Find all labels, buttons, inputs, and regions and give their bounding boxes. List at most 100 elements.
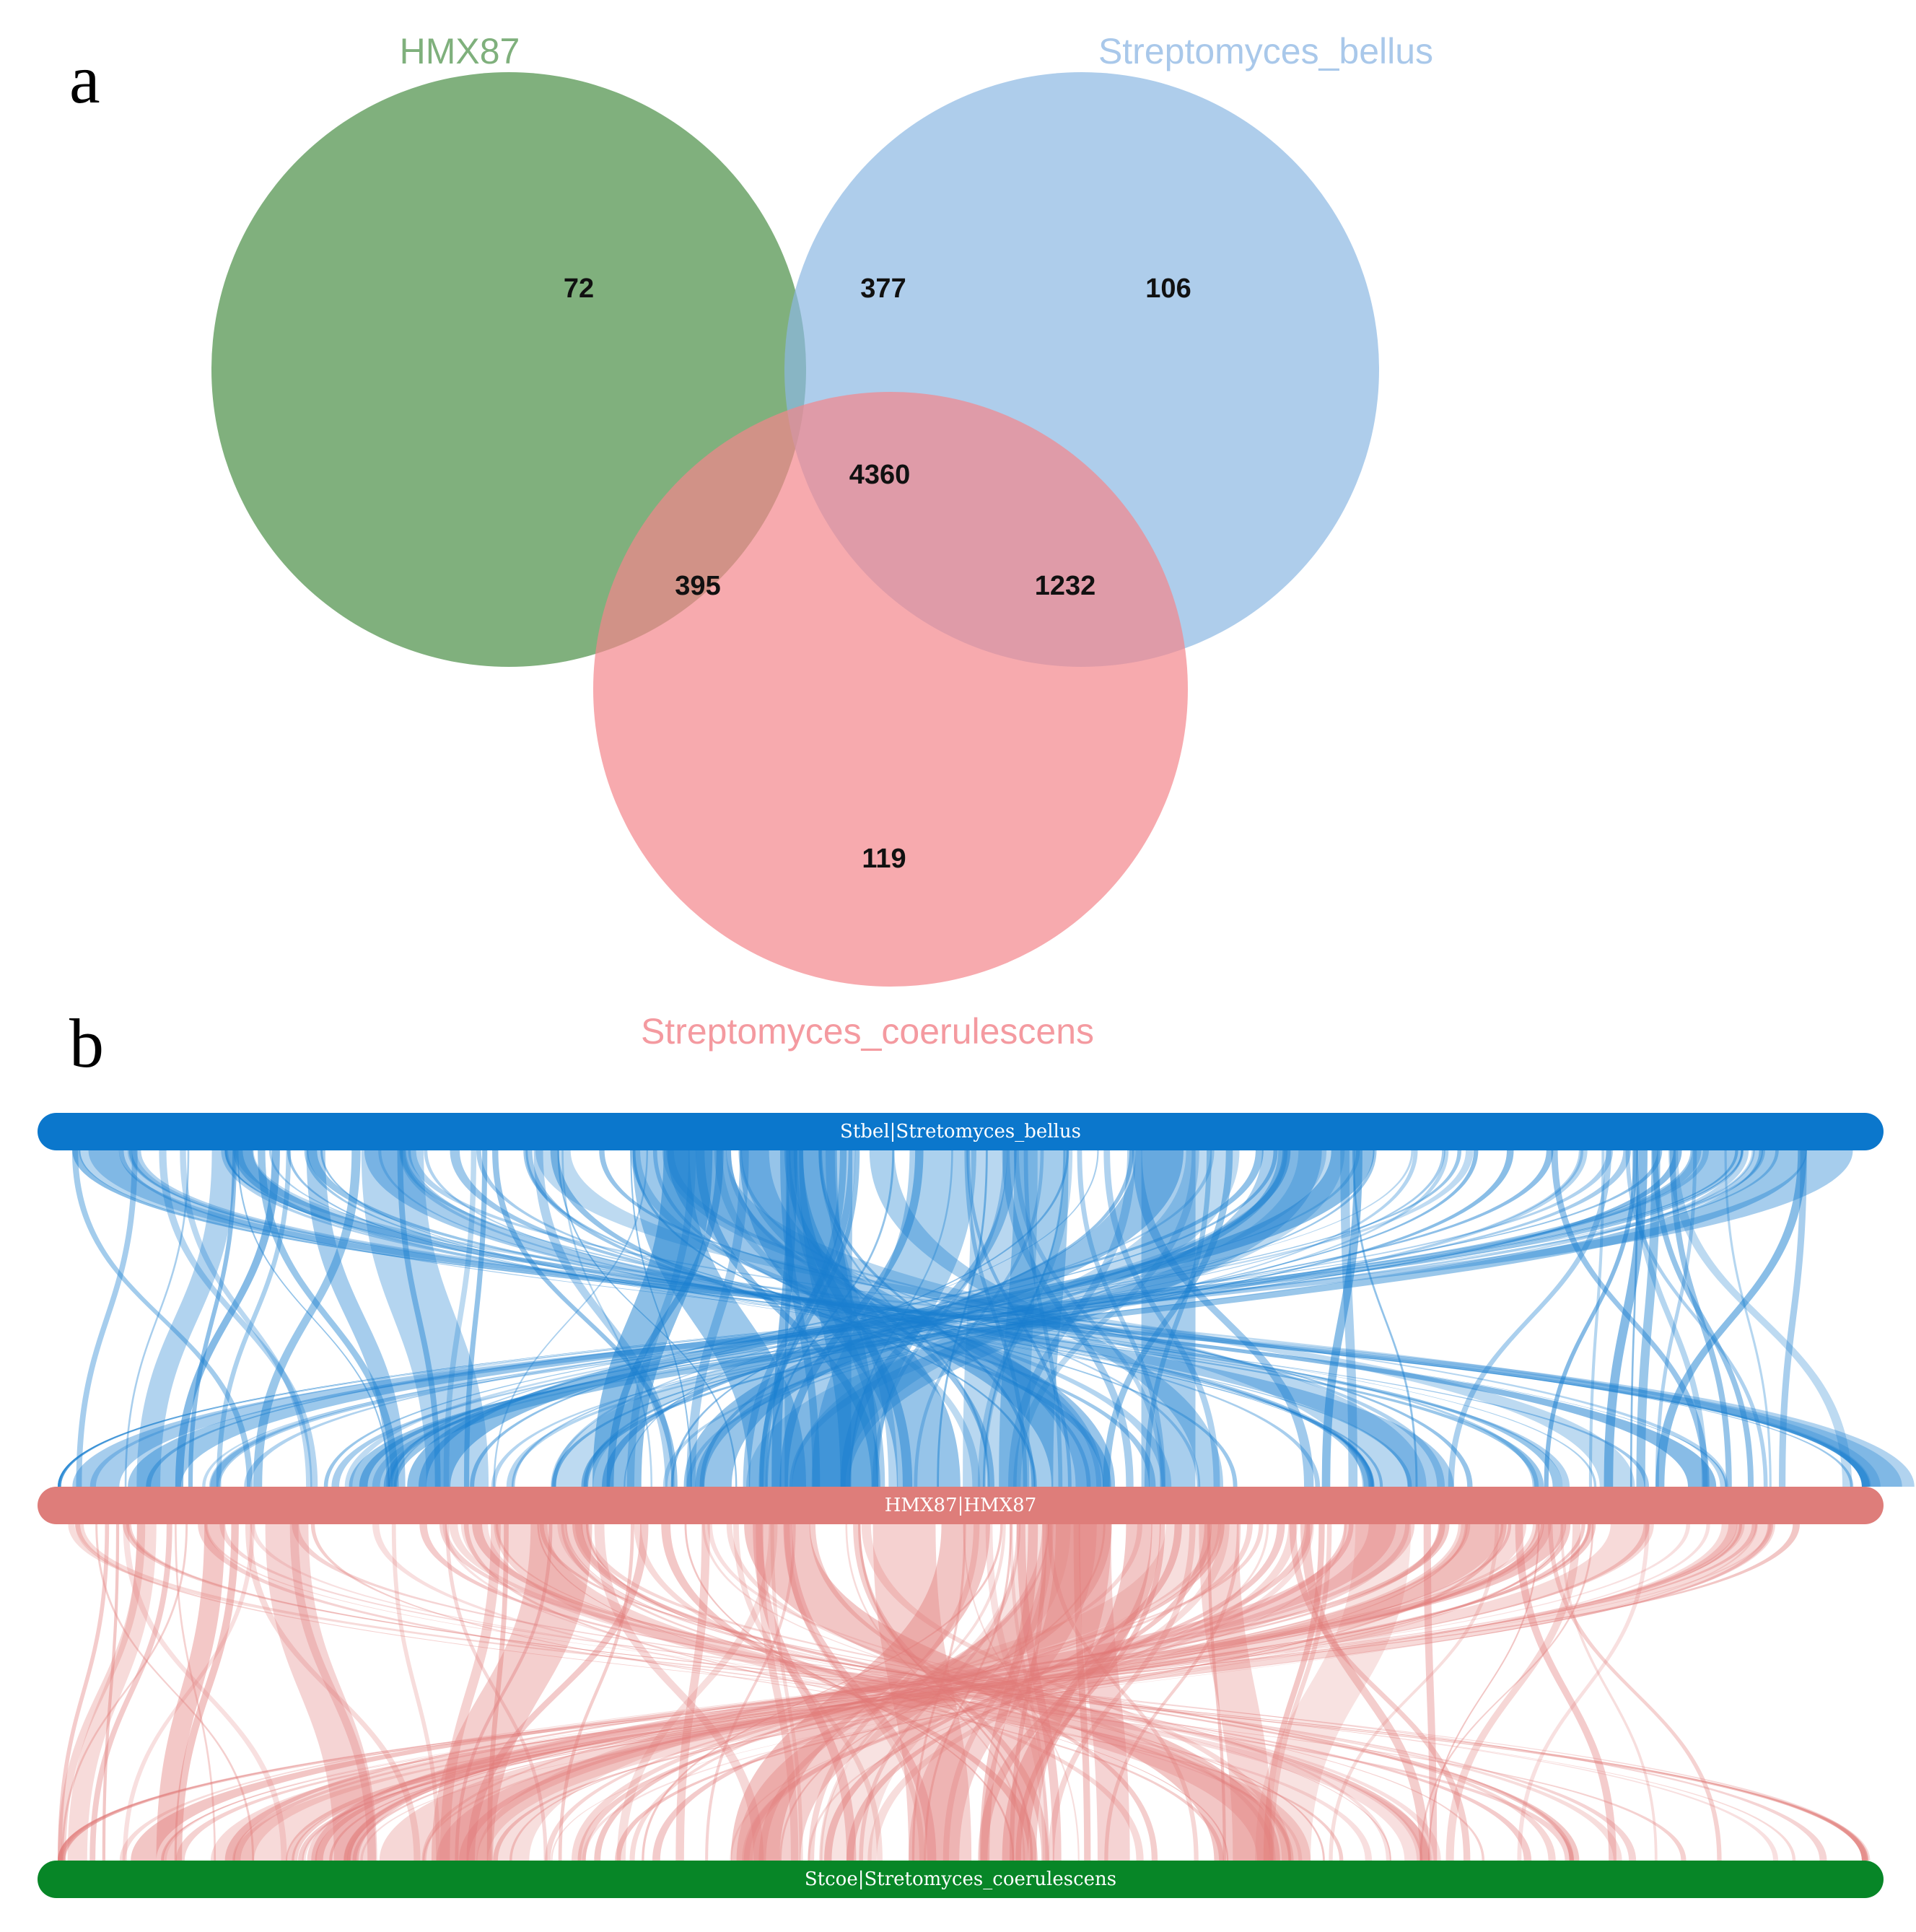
synteny-link — [577, 1524, 1313, 1861]
count-all-three: 4360 — [849, 460, 911, 490]
synteny-link — [911, 1524, 966, 1861]
synteny-link — [789, 1150, 885, 1487]
synteny-link — [686, 1150, 749, 1487]
synteny-link — [210, 1150, 1764, 1487]
synteny-link — [616, 1524, 778, 1861]
synteny-link — [558, 1524, 634, 1861]
synteny-link — [1141, 1150, 1196, 1487]
count-hmx87-coerulescens: 395 — [675, 571, 720, 601]
synteny-link — [442, 1524, 1303, 1861]
synteny-link — [221, 1150, 1570, 1487]
synteny-link — [977, 1150, 1073, 1487]
synteny-link — [770, 1524, 803, 1861]
synteny-link — [1340, 1150, 1358, 1487]
synteny-link — [1445, 1524, 1581, 1861]
synteny-link — [1009, 1524, 1047, 1861]
synteny-link — [180, 1150, 312, 1487]
synteny-link — [1132, 1150, 1314, 1487]
synteny-link — [561, 1524, 1294, 1861]
synteny-link — [198, 1524, 1574, 1861]
synteny-link — [1423, 1524, 1438, 1861]
track-coerulescens-label: Stcoe|Stretomyces_coerulescens — [805, 1868, 1116, 1890]
synteny-link — [594, 1524, 764, 1861]
synteny-link — [1669, 1150, 1732, 1487]
synteny-link — [58, 1524, 110, 1861]
synteny-link — [128, 1150, 1854, 1487]
synteny-link — [439, 1524, 1637, 1861]
synteny-link — [204, 1524, 1796, 1861]
synteny-link — [1103, 1150, 1220, 1487]
synteny-link — [1002, 1524, 1152, 1861]
synteny-link — [1630, 1150, 1639, 1487]
synteny-link — [1560, 1524, 1658, 1861]
synteny-link — [431, 1524, 592, 1861]
synteny-link — [670, 1150, 1069, 1487]
synteny-link — [320, 1150, 1375, 1487]
synteny-link — [1329, 1524, 1500, 1861]
synteny-link — [399, 1150, 1375, 1487]
synteny-link — [662, 1150, 1427, 1487]
synteny-link — [702, 1524, 1292, 1861]
synteny-link — [58, 1524, 1757, 1861]
synteny-link — [783, 1524, 937, 1861]
synteny-link — [784, 1150, 853, 1487]
synteny-link — [233, 1524, 1776, 1861]
synteny-link — [1016, 1524, 1062, 1861]
synteny-link — [79, 1150, 1902, 1487]
synteny-link — [1428, 1524, 1540, 1861]
synteny-link — [615, 1524, 1507, 1861]
synteny-link — [253, 1150, 361, 1487]
track-coerulescens — [38, 1861, 1884, 1898]
synteny-link — [89, 1524, 172, 1861]
synteny-link — [1517, 1524, 1650, 1861]
synteny-link — [136, 1150, 236, 1487]
synteny-link — [460, 1524, 1432, 1861]
synteny-link — [436, 1524, 1410, 1861]
synteny-link — [311, 1524, 1396, 1861]
synteny-link — [383, 1150, 1554, 1487]
synteny-link — [924, 1524, 1012, 1861]
synteny-link — [1012, 1150, 1199, 1487]
synteny-link — [1073, 1524, 1091, 1861]
synteny-link — [344, 1150, 1474, 1487]
synteny-link — [1144, 1150, 1212, 1487]
synteny-link — [811, 1150, 976, 1487]
synteny-link — [1002, 1150, 1134, 1487]
synteny-link — [853, 1524, 1049, 1861]
synteny-link — [491, 1150, 1584, 1487]
synteny-link — [699, 1150, 1134, 1487]
synteny-link — [738, 1150, 1201, 1487]
synteny-link — [216, 1150, 292, 1487]
synteny-link — [585, 1524, 1325, 1861]
synteny-link — [1448, 1150, 1611, 1487]
synteny-link — [306, 1150, 406, 1487]
synteny-link — [758, 1150, 860, 1487]
synteny-link — [742, 1524, 1314, 1861]
synteny-link — [859, 1524, 1021, 1861]
synteny-link — [599, 1150, 1473, 1487]
synteny-link — [476, 1150, 1321, 1487]
synteny-link — [1655, 1150, 1697, 1487]
synteny-link — [572, 1524, 1221, 1861]
synteny-link — [76, 1150, 138, 1487]
synteny-link — [378, 1150, 1374, 1487]
synteny-link — [582, 1524, 1565, 1861]
synteny-link — [439, 1524, 501, 1861]
synteny-link — [445, 1524, 548, 1861]
synteny-link — [286, 1524, 1596, 1861]
synteny-link — [346, 1524, 1512, 1861]
synteny-link — [174, 1524, 239, 1861]
synteny-link — [360, 1524, 1758, 1861]
synteny-link — [695, 1150, 1288, 1487]
synteny-link — [1551, 1150, 1710, 1487]
synteny-link — [824, 1524, 1182, 1861]
synteny-link — [61, 1524, 188, 1861]
synteny-link — [1655, 1150, 1807, 1487]
synteny-link — [845, 1524, 1025, 1861]
synteny-link — [1779, 1150, 1807, 1487]
synteny-link — [535, 1150, 1635, 1487]
synteny-panel: b Stbel|Stretomyces_bellus HMX87|HMX87 S… — [38, 1005, 1915, 1898]
synteny-link — [102, 1524, 120, 1861]
synteny-link — [352, 1524, 1585, 1861]
